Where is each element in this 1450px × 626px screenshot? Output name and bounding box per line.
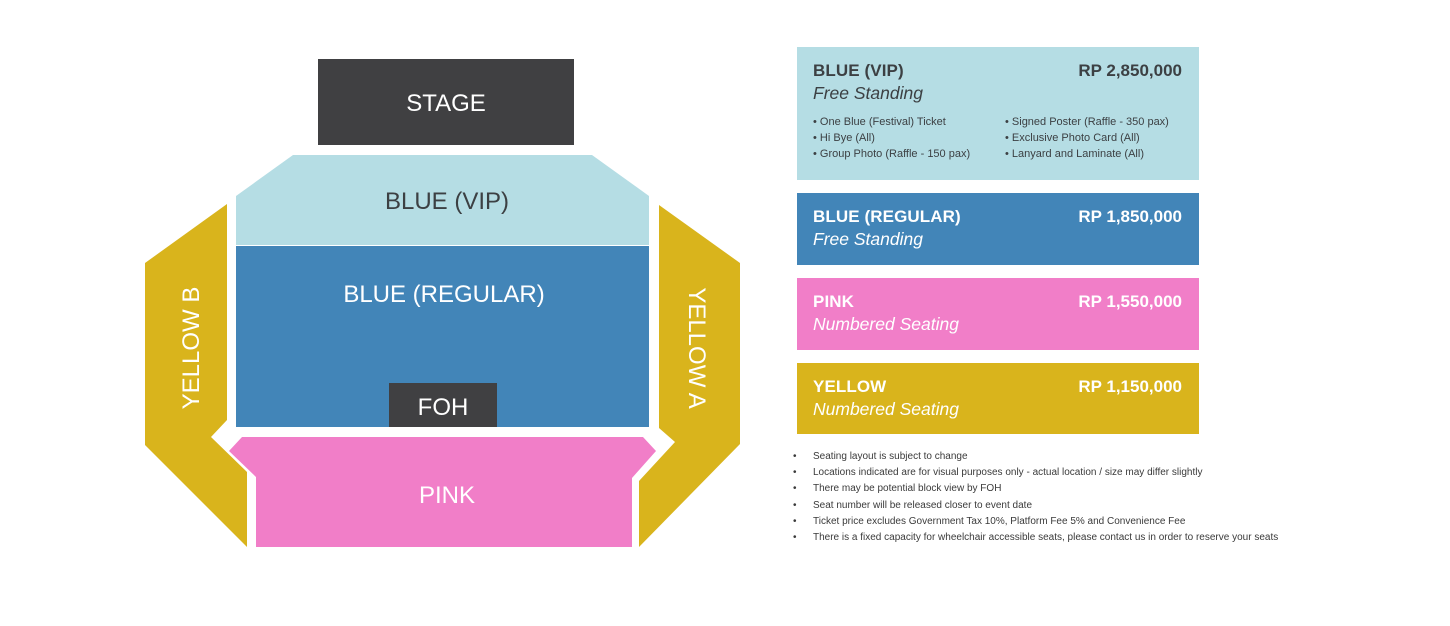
ticket-price: RP 2,850,000 [1078,61,1182,80]
note-item: •There may be potential block view by FO… [791,482,1278,498]
bullet-icon: • [793,451,797,462]
ticket-card-yellow[interactable]: YELLOW RP 1,150,000 Numbered Seating [797,363,1199,434]
note-item: •Locations indicated are for visual purp… [791,466,1278,482]
ticket-type: Numbered Seating [813,314,959,334]
perk-item: • Signed Poster (Raffle - 350 pax) [1005,116,1169,128]
perk-item: • One Blue (Festival) Ticket [813,116,946,128]
section-blue-vip[interactable]: BLUE (VIP) [236,155,649,245]
ticket-type: Numbered Seating [813,399,959,419]
yellow-a-label: YELLOW A [683,287,710,408]
ticket-card-blue-vip[interactable]: BLUE (VIP) RP 2,850,000 Free Standing • … [797,47,1199,180]
pink-label: PINK [419,482,475,509]
bullet-icon: • [793,531,797,543]
note-item: •Seating layout is subject to change [791,450,1278,466]
ticket-price: RP 1,150,000 [1078,377,1182,396]
note-item: •Ticket price excludes Government Tax 10… [791,515,1278,531]
perk-item: • Exclusive Photo Card (All) [1005,132,1140,144]
section-pink[interactable]: PINK [229,437,656,547]
blue-regular-label: BLUE (REGULAR) [343,281,544,308]
bullet-icon: • [793,515,797,527]
blue-vip-label: BLUE (VIP) [385,188,509,215]
perk-item: • Lanyard and Laminate (All) [1005,148,1144,160]
note-item: •Seat number will be released closer to … [791,499,1278,515]
seating-map: STAGE BLUE (VIP) BLUE (REGULAR) FOH PINK… [145,59,740,547]
ticket-type: Free Standing [813,229,923,249]
ticket-name: BLUE (REGULAR) [813,207,961,226]
ticket-price: RP 1,850,000 [1078,207,1182,226]
perk-item: • Hi Bye (All) [813,132,875,144]
bullet-icon: • [793,499,797,511]
yellow-b-label: YELLOW B [178,287,205,410]
foh-block: FOH [389,383,497,427]
stage-section[interactable]: STAGE [318,59,574,145]
terms-notes: •Seating layout is subject to change •Lo… [791,450,1278,547]
ticket-name: YELLOW [813,377,887,396]
stage-label: STAGE [406,90,486,117]
foh-label: FOH [418,394,469,421]
perks-list: • One Blue (Festival) Ticket • Hi Bye (A… [813,114,1182,162]
section-yellow-b[interactable]: YELLOW B [145,204,247,547]
ticket-card-pink[interactable]: PINK RP 1,550,000 Numbered Seating [797,278,1199,350]
ticket-card-blue-regular[interactable]: BLUE (REGULAR) RP 1,850,000 Free Standin… [797,193,1199,265]
ticket-name: PINK [813,292,855,311]
bullet-icon: • [793,467,797,479]
note-item: •There is a fixed capacity for wheelchai… [791,531,1278,547]
ticket-type: Free Standing [813,83,923,103]
section-yellow-a[interactable]: YELLOW A [639,205,740,547]
ticket-name: BLUE (VIP) [813,61,904,80]
bullet-icon: • [793,483,797,495]
perk-item: • Group Photo (Raffle - 150 pax) [813,148,971,160]
ticket-price: RP 1,550,000 [1078,292,1182,311]
